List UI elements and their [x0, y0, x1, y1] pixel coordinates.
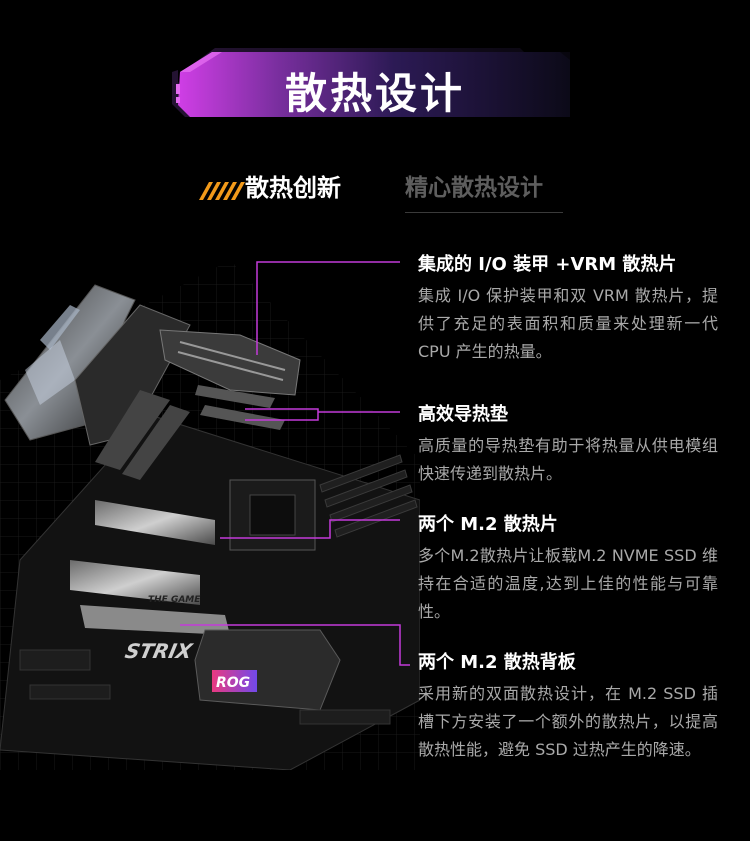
the-game-logo: THE GAME — [148, 595, 201, 605]
banner-title: 散热设计 — [284, 69, 465, 118]
stripes-icon — [199, 182, 245, 200]
feature-body: 采用新的双面散热设计，在 M.2 SSD 插槽下方安装了一个额外的散热片，以提高… — [418, 684, 718, 759]
strix-logo: STRIX — [123, 639, 196, 663]
feature-m2-heatsink: 两个 M.2 散热片 多个M.2散热片让板载M.2 NVME SSD 维持在合适… — [418, 510, 718, 626]
feature-m2-backplate: 两个 M.2 散热背板 采用新的双面散热设计，在 M.2 SSD 插槽下方安装了… — [418, 648, 718, 764]
feature-thermal-pad: 高效导热垫 高质量的导热垫有助于将热量从供电模组快速传递到散热片。 — [418, 400, 718, 488]
feature-title: 两个 M.2 散热片 — [418, 514, 558, 535]
feature-title: 集成的 I/O 装甲 +VRM 散热片 — [418, 254, 677, 275]
tab-careful-design[interactable]: 精心散热设计 — [405, 168, 563, 213]
tab-heat-innovation[interactable]: 散热创新 — [195, 166, 365, 206]
feature-title: 高效导热垫 — [418, 404, 508, 425]
tab-label: 散热创新 — [245, 174, 341, 202]
motherboard-illustration: STRIX ROG THE GAME — [0, 260, 420, 770]
banner-shape — [172, 48, 570, 117]
header-banner: 散热设计 — [0, 0, 750, 130]
feature-io-vrm: 集成的 I/O 装甲 +VRM 散热片 集成 I/O 保护装甲和双 VRM 散热… — [418, 250, 718, 366]
feature-body: 集成 I/O 保护装甲和双 VRM 散热片，提供了充足的表面积和质量来处理新一代… — [418, 286, 718, 361]
feature-body: 高质量的导热垫有助于将热量从供电模组快速传递到散热片。 — [418, 436, 718, 483]
feature-title: 两个 M.2 散热背板 — [418, 652, 576, 673]
rog-logo: ROG — [216, 675, 250, 691]
feature-body: 多个M.2散热片让板载M.2 NVME SSD 维持在合适的温度,达到上佳的性能… — [418, 546, 718, 621]
